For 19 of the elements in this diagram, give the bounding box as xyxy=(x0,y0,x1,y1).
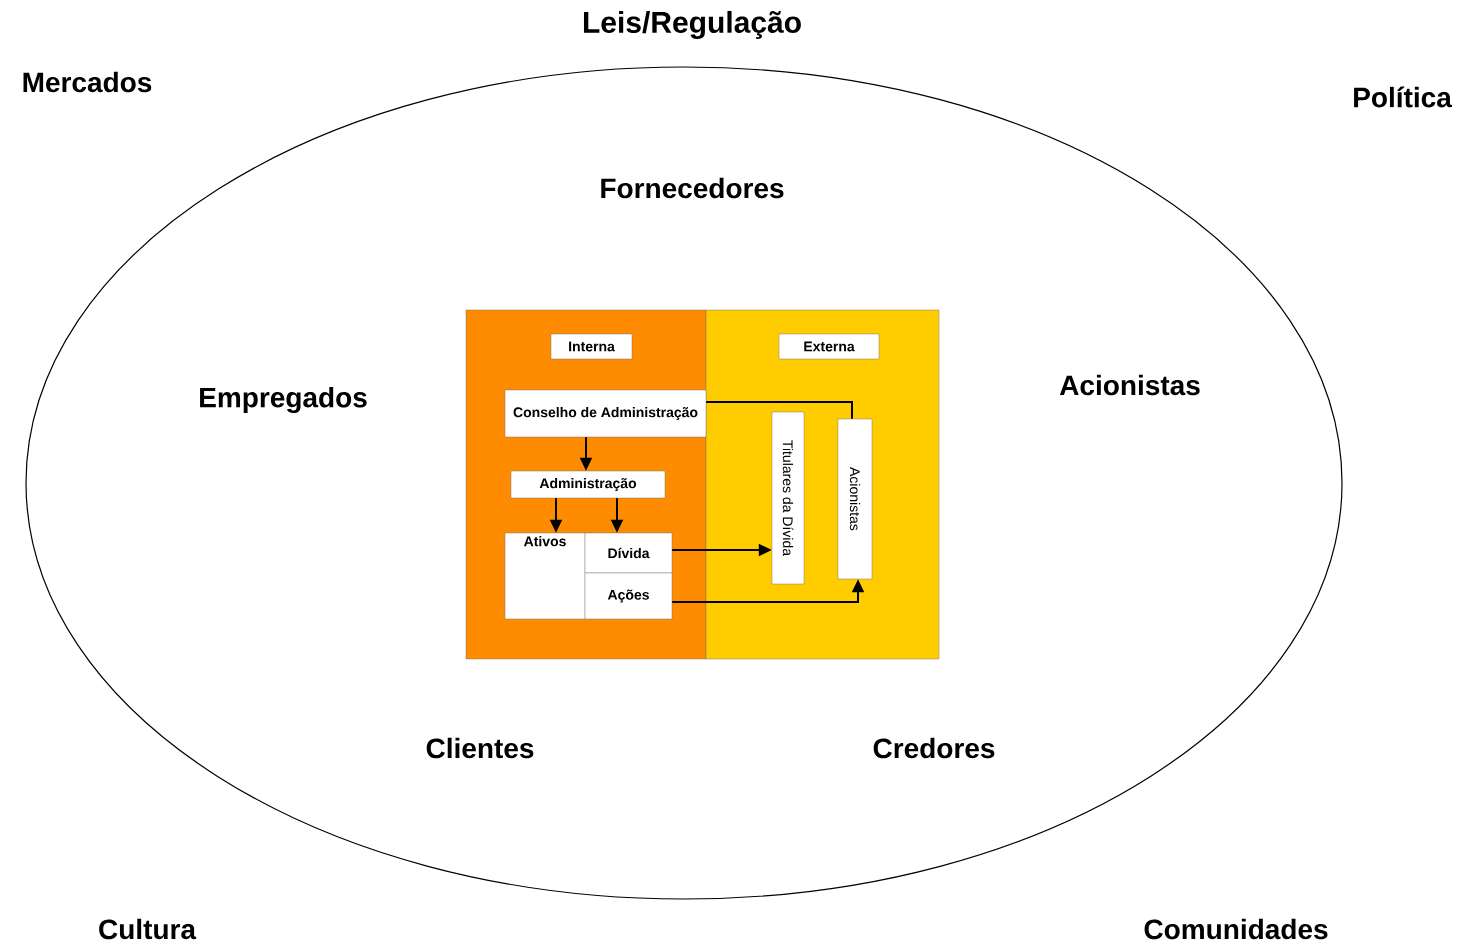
stakeholder-label: Comunidades xyxy=(1144,918,1328,940)
text-box: Acionistas xyxy=(837,418,873,580)
stakeholder-label: Credores xyxy=(873,737,995,759)
text-box: Titulares da Dívida xyxy=(771,411,805,585)
text-box: Administração xyxy=(510,470,666,499)
title: Leis/Regulação xyxy=(584,10,801,40)
stakeholder-label: Política xyxy=(1354,86,1452,108)
stakeholder-label: Cultura xyxy=(99,918,197,940)
text-box: Ações xyxy=(584,572,673,620)
text-box: Ativos xyxy=(504,532,586,620)
stakeholder-label: Mercados xyxy=(23,71,152,93)
text-box: Conselho de Administração xyxy=(504,389,707,438)
stakeholder-label: Fornecedores xyxy=(601,177,784,199)
stakeholder-label: Acionistas xyxy=(1059,374,1200,396)
text-box: Externa xyxy=(778,333,880,360)
text-box: Interna xyxy=(550,333,633,360)
stakeholder-label: Clientes xyxy=(426,737,534,759)
text-box: Dívida xyxy=(584,532,673,574)
stakeholder-label: Empregados xyxy=(200,386,367,414)
